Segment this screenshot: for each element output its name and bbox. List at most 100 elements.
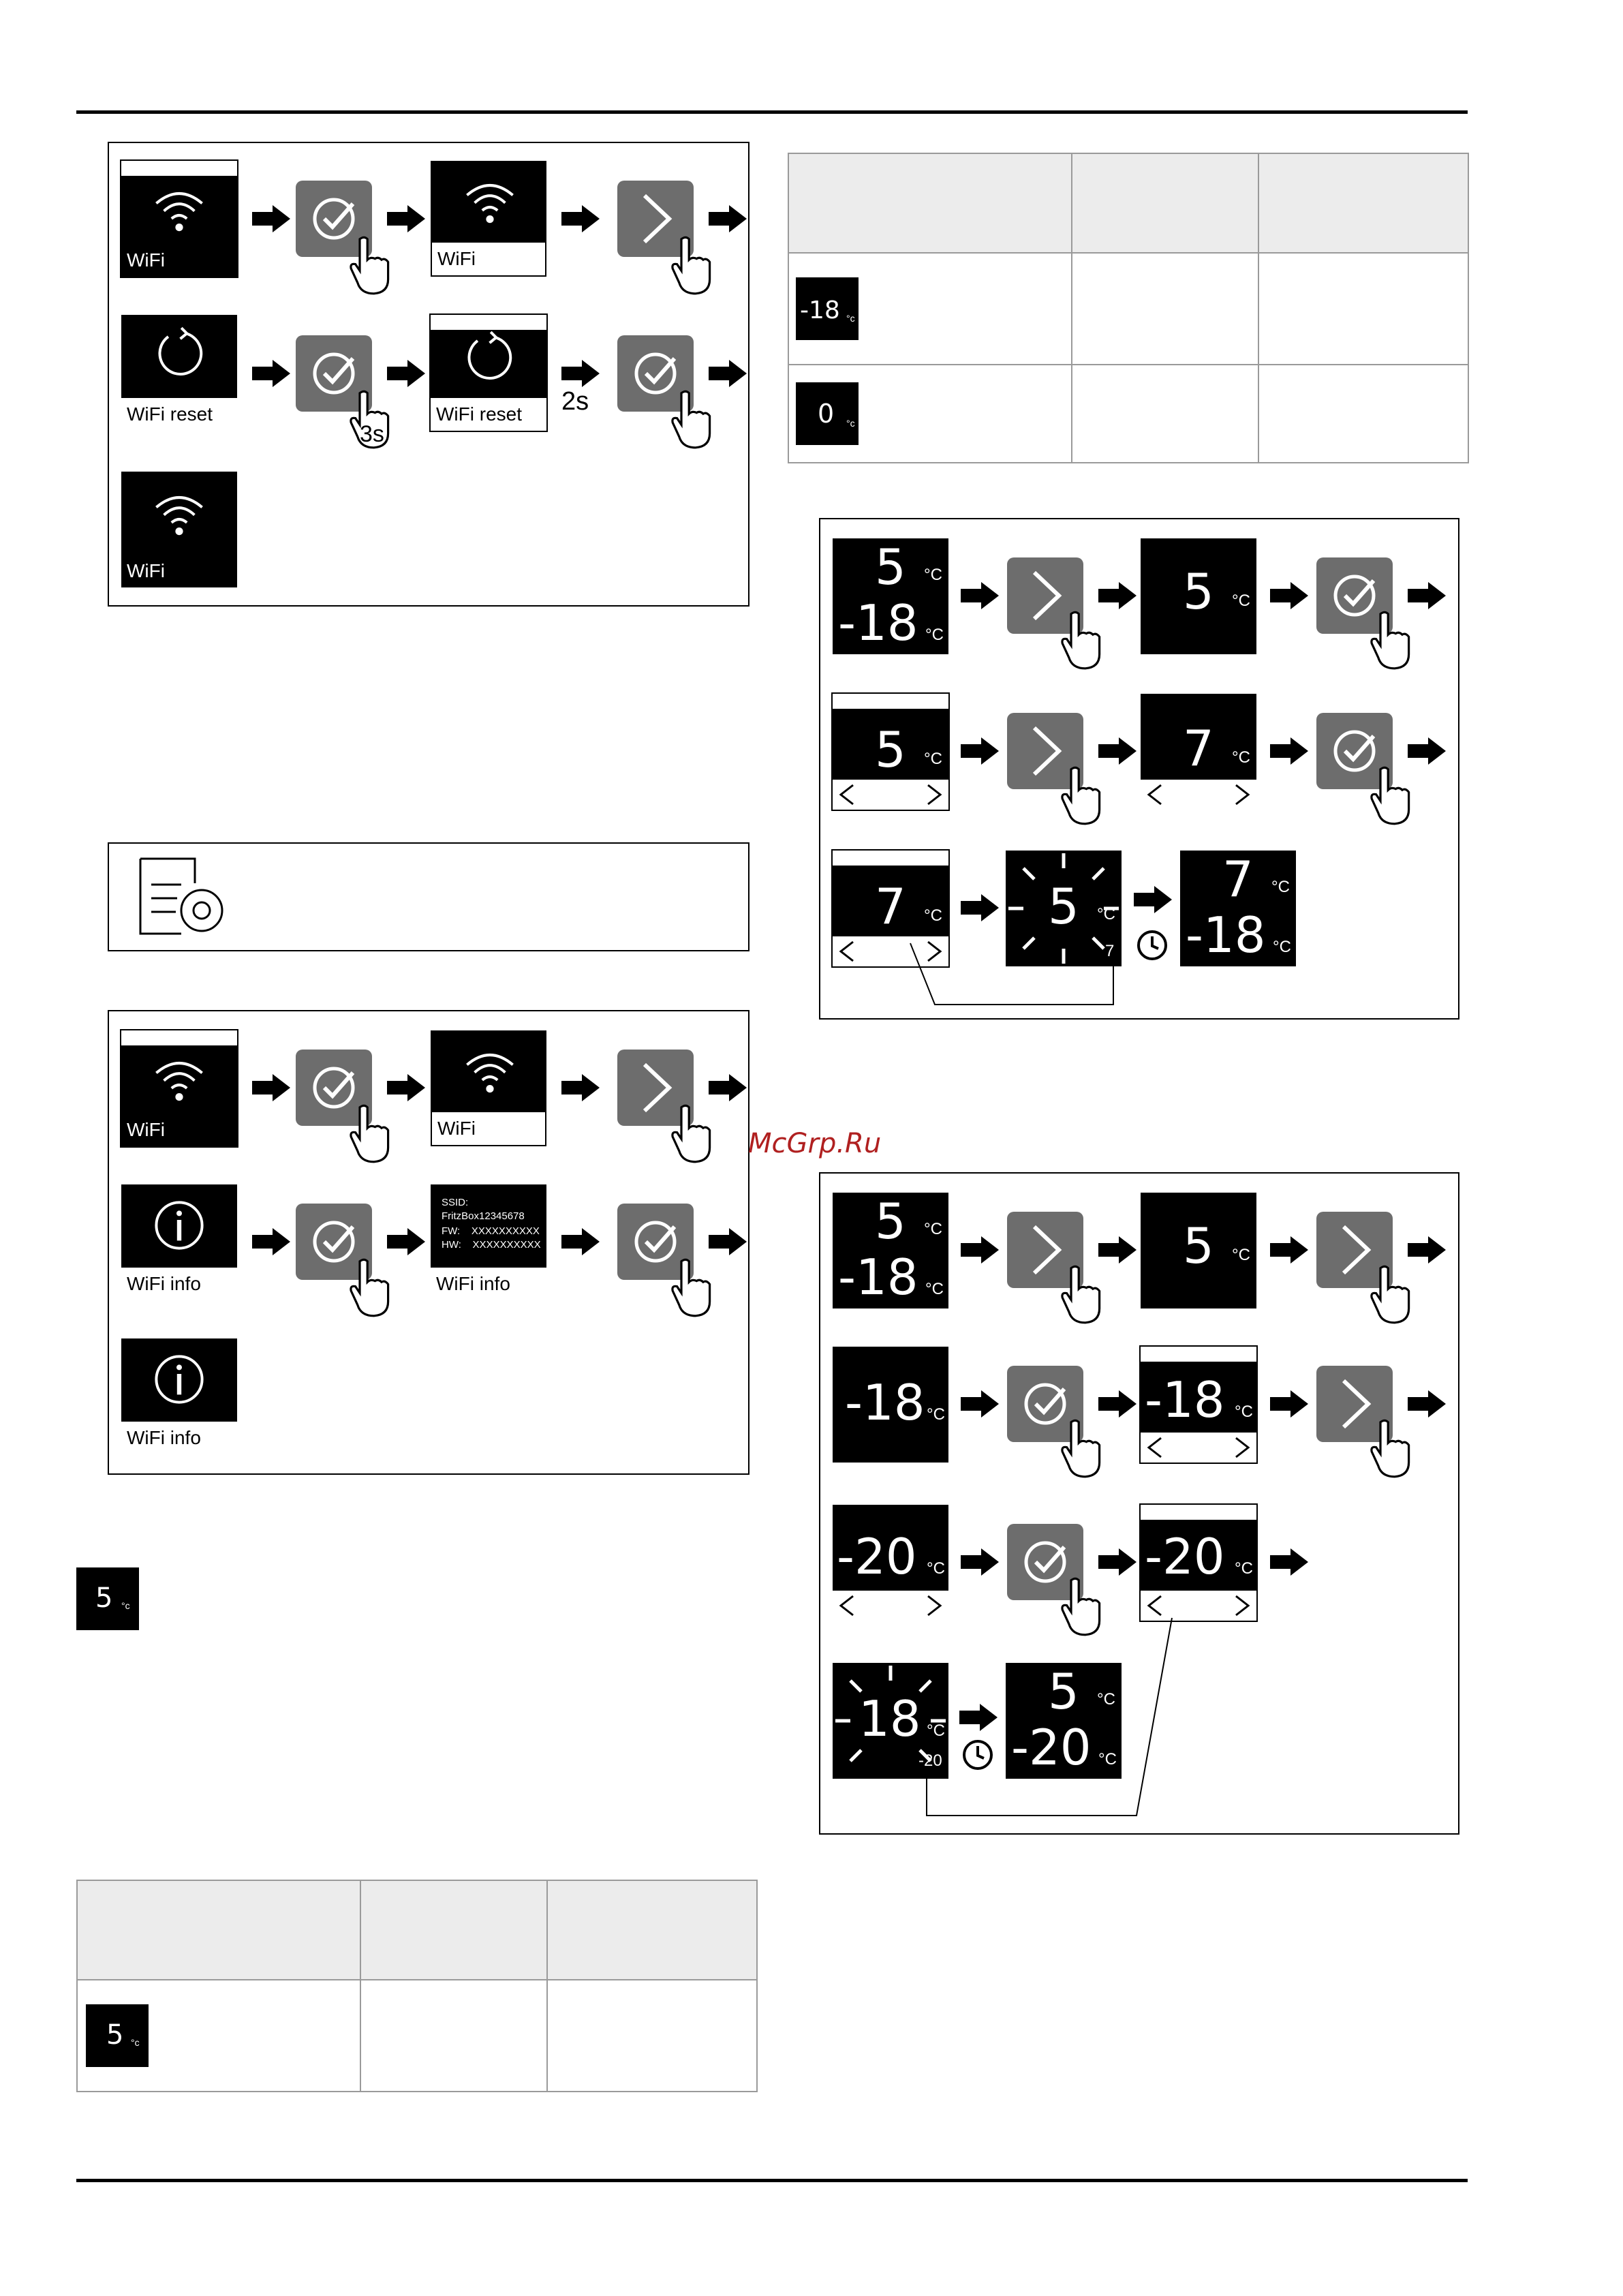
ssid-value: FritzBox12345678 xyxy=(442,1210,525,1222)
table-header xyxy=(360,1880,548,1980)
fridge-temp-icon: 5 °c xyxy=(86,2004,149,2067)
screen-fridge-temp-set: 7 °C xyxy=(831,849,950,968)
screen-freezer-temp-new: -20 °C xyxy=(833,1505,948,1621)
screen-label: WiFi xyxy=(127,249,165,271)
hand-press-icon xyxy=(670,1244,714,1332)
hand-press-icon xyxy=(349,222,392,309)
table-header xyxy=(76,1880,361,1980)
arrow-right-icon xyxy=(709,1074,747,1101)
arrow-right-icon xyxy=(1270,582,1308,609)
chevron-right-icon xyxy=(927,784,942,806)
chevron-left-icon xyxy=(1147,1437,1162,1458)
screen-freezer-temp-set: -20 °C xyxy=(1139,1503,1258,1622)
settings-document-icon xyxy=(139,857,223,935)
arrow-right-icon xyxy=(561,1228,600,1255)
screen-wifi-details: SSID: FritzBox12345678 FW: XXXXXXXXXX HW… xyxy=(431,1184,546,1300)
arrow-right-icon xyxy=(1408,737,1446,765)
flash-rays-icon xyxy=(1008,853,1119,964)
hand-press-repeat-icon xyxy=(670,222,714,309)
table-header xyxy=(788,153,1072,254)
chevron-right-icon xyxy=(1235,1595,1250,1617)
arrow-right-icon xyxy=(387,360,425,387)
chevron-right-icon xyxy=(1235,784,1250,806)
arrow-right-icon xyxy=(387,1228,425,1255)
arrow-right-icon xyxy=(1098,1548,1137,1576)
chevron-left-icon xyxy=(1147,1595,1162,1617)
arrow-right-icon xyxy=(387,1074,425,1101)
table-cell xyxy=(1071,364,1259,463)
arrow-right-icon xyxy=(1408,1390,1446,1418)
return-path-line xyxy=(910,943,1117,1005)
screen-label: WiFi info xyxy=(431,1266,546,1300)
hand-press-repeat-icon xyxy=(1060,752,1104,840)
screen-result-temps: 5 °C -20 °C xyxy=(1006,1663,1122,1779)
screen-both-temps: 5 °C -18 °C xyxy=(833,1193,948,1308)
table-header xyxy=(1258,153,1469,254)
screen-wifi-reset: WiFi reset xyxy=(121,315,237,431)
freezer-table: -18 °c 0 °c xyxy=(788,153,1469,463)
hand-press-repeat-icon xyxy=(1370,1405,1413,1493)
value-selector[interactable] xyxy=(833,1589,948,1621)
wait-duration-label: 2s xyxy=(561,387,589,416)
fridge-temp-icon: 5 °c xyxy=(76,1567,139,1630)
screen-wifi-info: WiFi info xyxy=(121,1184,237,1300)
arrow-right-icon xyxy=(1270,737,1308,765)
hand-press-icon xyxy=(1060,597,1104,684)
arrow-right-icon xyxy=(1098,1390,1137,1418)
screen-flashing-temp: 18 °C -20 xyxy=(833,1663,948,1779)
screen-wifi-info-result: WiFi info xyxy=(121,1338,237,1454)
screen-fridge-temp-edit: 5 °C xyxy=(831,692,950,811)
hand-press-icon xyxy=(1060,1251,1104,1338)
chevron-left-icon xyxy=(839,1595,854,1617)
value-selector[interactable] xyxy=(1141,1431,1256,1463)
arrow-right-icon xyxy=(1270,1236,1308,1264)
arrow-right-icon xyxy=(961,1390,999,1418)
value-selector[interactable] xyxy=(833,935,948,966)
arrow-right-icon xyxy=(252,360,290,387)
screen-label: WiFi xyxy=(432,241,545,275)
arrow-right-icon xyxy=(1098,1236,1137,1264)
hardware-line: HW: XXXXXXXXXX xyxy=(442,1239,541,1251)
chevron-left-icon xyxy=(1147,784,1162,806)
zero-temp-icon: 0 °c xyxy=(796,382,859,445)
screen-label: WiFi reset xyxy=(121,397,237,431)
value-selector[interactable] xyxy=(833,778,948,810)
screen-fridge-temp-new: 7 °C xyxy=(1141,694,1256,810)
reset-icon xyxy=(152,326,206,380)
screen-wifi-reset-selected: WiFi reset xyxy=(429,313,548,432)
arrow-right-icon xyxy=(561,360,600,387)
screen-label: WiFi xyxy=(127,560,165,581)
screen-freezer-temp: -18 °C xyxy=(833,1347,948,1463)
screen-freezer-temp-edit: -18 °C xyxy=(1139,1345,1258,1464)
firmware-line: FW: XXXXXXXXXX xyxy=(442,1225,540,1237)
flash-rays-icon xyxy=(835,1666,946,1762)
arrow-right-icon xyxy=(709,360,747,387)
table-cell xyxy=(360,1979,548,2092)
return-path-line xyxy=(923,1617,1173,1816)
hand-press-icon xyxy=(1370,752,1413,840)
arrow-right-icon xyxy=(561,1074,600,1101)
table-header xyxy=(1071,153,1259,254)
arrow-right-icon xyxy=(252,1074,290,1101)
screen-fridge-temp: 5 °C xyxy=(1141,1193,1256,1308)
arrow-right-icon xyxy=(561,205,600,232)
hand-press-icon xyxy=(1370,1251,1413,1338)
arrow-right-icon xyxy=(709,1228,747,1255)
chevron-left-icon xyxy=(839,940,854,962)
screen-label: WiFi xyxy=(127,1119,165,1140)
screen-label: WiFi reset xyxy=(431,397,546,431)
wifi-icon xyxy=(463,1050,517,1093)
value-selector[interactable] xyxy=(1141,1589,1256,1621)
freezer-temp-icon: -18 °c xyxy=(796,277,859,340)
table-cell xyxy=(546,1979,758,2092)
arrow-right-icon xyxy=(252,1228,290,1255)
arrow-right-icon xyxy=(1134,886,1172,913)
screen-both-temps: 5 °C -18 °C xyxy=(833,538,948,654)
info-icon xyxy=(152,1352,206,1407)
table-cell: 5 °c xyxy=(76,1979,361,2092)
arrow-right-icon xyxy=(1408,1236,1446,1264)
table-cell: 0 °c xyxy=(788,364,1072,463)
value-selector[interactable] xyxy=(1141,778,1256,810)
wifi-icon xyxy=(152,492,206,536)
screen-wifi: WiFi xyxy=(120,1029,238,1148)
